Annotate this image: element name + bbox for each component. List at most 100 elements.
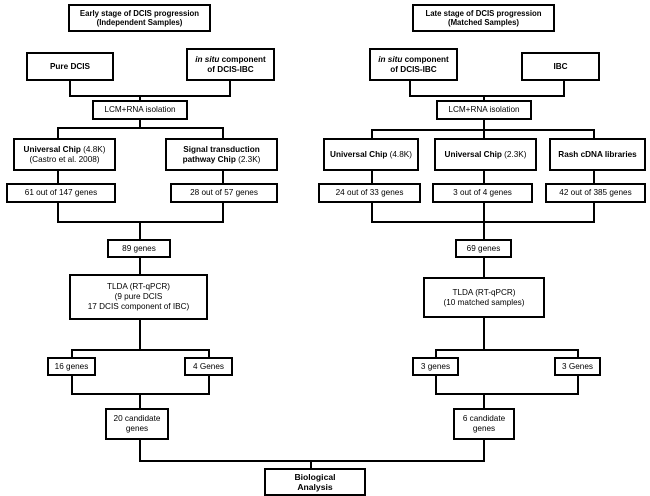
connector-late-to-candidates: [483, 393, 485, 409]
late-merged-genes-label: 69 genes: [466, 243, 501, 253]
late-candidate-genes-box: 6 candidate genes: [453, 408, 515, 440]
early-platform-2-name: pathway Chip: [182, 154, 236, 164]
late-tlda-line1: TLDA (RT-qPCR): [452, 287, 516, 297]
connector-early-o2-join: [208, 376, 210, 395]
early-source-insitu-line2: of DCIS-IBC: [207, 64, 254, 74]
connector-early-p2-down: [222, 127, 224, 139]
connector-late-o1-down: [435, 349, 437, 359]
connector-late-o1-join: [435, 376, 437, 395]
connector-late-outcomes-join: [435, 393, 579, 395]
connector-late-p3-to-result: [593, 171, 595, 183]
connector-late-s2-down: [563, 81, 565, 97]
late-candidate-line2: genes: [472, 424, 496, 433]
connector-late-sources-join: [409, 95, 565, 97]
connector-final-join: [139, 460, 485, 462]
late-result-2-label: 3 out of 4 genes: [453, 188, 512, 198]
early-platform-1-line2: (Castro et al. 2008): [29, 154, 100, 164]
connector-to-final-box: [310, 460, 312, 470]
connector-late-p1-to-result: [371, 171, 373, 183]
connector-early-r1-down: [57, 203, 59, 223]
early-platform-2-size: (2.3K): [235, 154, 261, 164]
late-header-box: Late stage of DCIS progression (Matched …: [412, 4, 555, 32]
connector-late-merged-to-tlda: [483, 258, 485, 278]
early-platform-universal-chip-box: Universal Chip (4.8K) (Castro et al. 200…: [13, 138, 116, 171]
early-header-box: Early stage of DCIS progression (Indepen…: [68, 4, 211, 32]
connector-early-isolation-down: [139, 120, 141, 129]
late-platform-universal-chip-23k-box: Universal Chip (2.3K): [434, 138, 537, 171]
late-isolation-box: LCM+RNA isolation: [436, 100, 532, 120]
late-outcome-2-box: 3 Genes: [554, 357, 601, 376]
connector-early-tlda-down: [139, 320, 141, 351]
late-result-3-box: 42 out of 385 genes: [545, 183, 646, 203]
early-tlda-line1: TLDA (RT-qPCR): [106, 282, 171, 292]
connector-early-outcomes-split: [71, 349, 210, 351]
connector-early-merged-to-tlda: [139, 258, 141, 275]
late-tlda-line2: (10 matched samples): [443, 297, 525, 307]
connector-early-sources-join: [69, 95, 231, 97]
connector-early-p1-to-result: [57, 171, 59, 183]
early-platform-2-line2: pathway Chip (2.3K): [183, 155, 261, 165]
early-source-insitu-italic: in situ: [195, 54, 220, 64]
connector-early-o2-down: [208, 349, 210, 359]
early-platform-signal-transduction-box: Signal transduction pathway Chip (2.3K): [165, 138, 278, 171]
connector-late-outcomes-split: [435, 349, 579, 351]
connector-late-o2-down: [577, 349, 579, 359]
early-candidate-genes-box: 20 candidate genes: [105, 408, 169, 440]
late-result-3-label: 42 out of 385 genes: [559, 188, 632, 198]
early-merged-genes-box: 89 genes: [107, 239, 171, 258]
connector-late-p3-down: [593, 129, 595, 139]
final-line2: Analysis: [297, 482, 333, 492]
early-outcome-2-box: 4 Genes: [184, 357, 233, 376]
early-result-1-box: 61 out of 147 genes: [6, 183, 116, 203]
connector-late-to-merged: [483, 221, 485, 240]
late-merged-genes-box: 69 genes: [455, 239, 512, 258]
early-outcome-1-label: 16 genes: [54, 361, 89, 371]
late-platform-universal-chip-48k-box: Universal Chip (4.8K): [323, 138, 419, 171]
late-header-line1: Late stage of DCIS progression: [425, 8, 542, 18]
connector-early-o1-join: [71, 376, 73, 395]
early-result-2-label: 28 out of 57 genes: [190, 188, 258, 198]
early-isolation-label: LCM+RNA isolation: [104, 105, 176, 115]
connector-early-s1-down: [69, 81, 71, 97]
early-tlda-line2: (9 pure DCIS: [114, 292, 163, 302]
late-platform-1-line1: Universal Chip (4.8K): [330, 150, 412, 160]
late-tlda-box: TLDA (RT-qPCR) (10 matched samples): [423, 277, 545, 318]
late-isolation-label: LCM+RNA isolation: [448, 105, 520, 115]
early-platform-1-size: (4.8K): [80, 144, 106, 154]
early-platform-2-line1: Signal transduction: [183, 144, 260, 154]
late-source-insitu-italic: in situ: [378, 54, 403, 64]
late-result-1-label: 24 out of 33 genes: [335, 188, 404, 198]
early-source-insitu-line1: in situ component: [195, 55, 266, 65]
connector-late-candidates-down: [483, 440, 485, 462]
connector-early-r2-down: [222, 203, 224, 223]
early-merged-genes-label: 89 genes: [122, 243, 156, 253]
late-source-ibc-label: IBC: [553, 61, 568, 71]
connector-late-r1-down: [371, 203, 373, 223]
late-source-insitu-line1: in situ component: [378, 55, 449, 65]
late-header-line2: (Matched Samples): [447, 18, 520, 27]
late-result-1-box: 24 out of 33 genes: [318, 183, 421, 203]
connector-late-r2-down: [483, 203, 485, 223]
late-platform-rash-cdna-box: Rash cDNA libraries: [549, 138, 646, 171]
early-source-pure-dcis-box: Pure DCIS: [26, 52, 114, 81]
late-source-ibc-box: IBC: [521, 52, 600, 81]
connector-early-candidates-down: [139, 440, 141, 462]
late-source-insitu-rest: component: [402, 54, 449, 64]
connector-late-r3-down: [593, 203, 595, 223]
late-platform-2-name: Universal Chip: [444, 149, 502, 159]
late-result-2-box: 3 out of 4 genes: [432, 183, 533, 203]
early-outcome-1-box: 16 genes: [47, 357, 96, 376]
late-platform-1-name: Universal Chip: [330, 149, 388, 159]
early-source-pure-dcis-label: Pure DCIS: [49, 61, 91, 71]
connector-early-p2-to-result: [222, 171, 224, 183]
final-biological-analysis-box: Biological Analysis: [264, 468, 366, 496]
early-isolation-box: LCM+RNA isolation: [92, 100, 188, 120]
late-outcome-1-box: 3 genes: [412, 357, 459, 376]
early-outcome-2-label: 4 Genes: [193, 361, 224, 371]
connector-late-p2-to-result: [483, 171, 485, 183]
early-tlda-box: TLDA (RT-qPCR) (9 pure DCIS 17 DCIS comp…: [69, 274, 208, 320]
early-header-line2: (Independent Samples): [96, 18, 183, 27]
connector-late-o2-join: [577, 376, 579, 395]
final-line1: Biological: [294, 471, 336, 482]
